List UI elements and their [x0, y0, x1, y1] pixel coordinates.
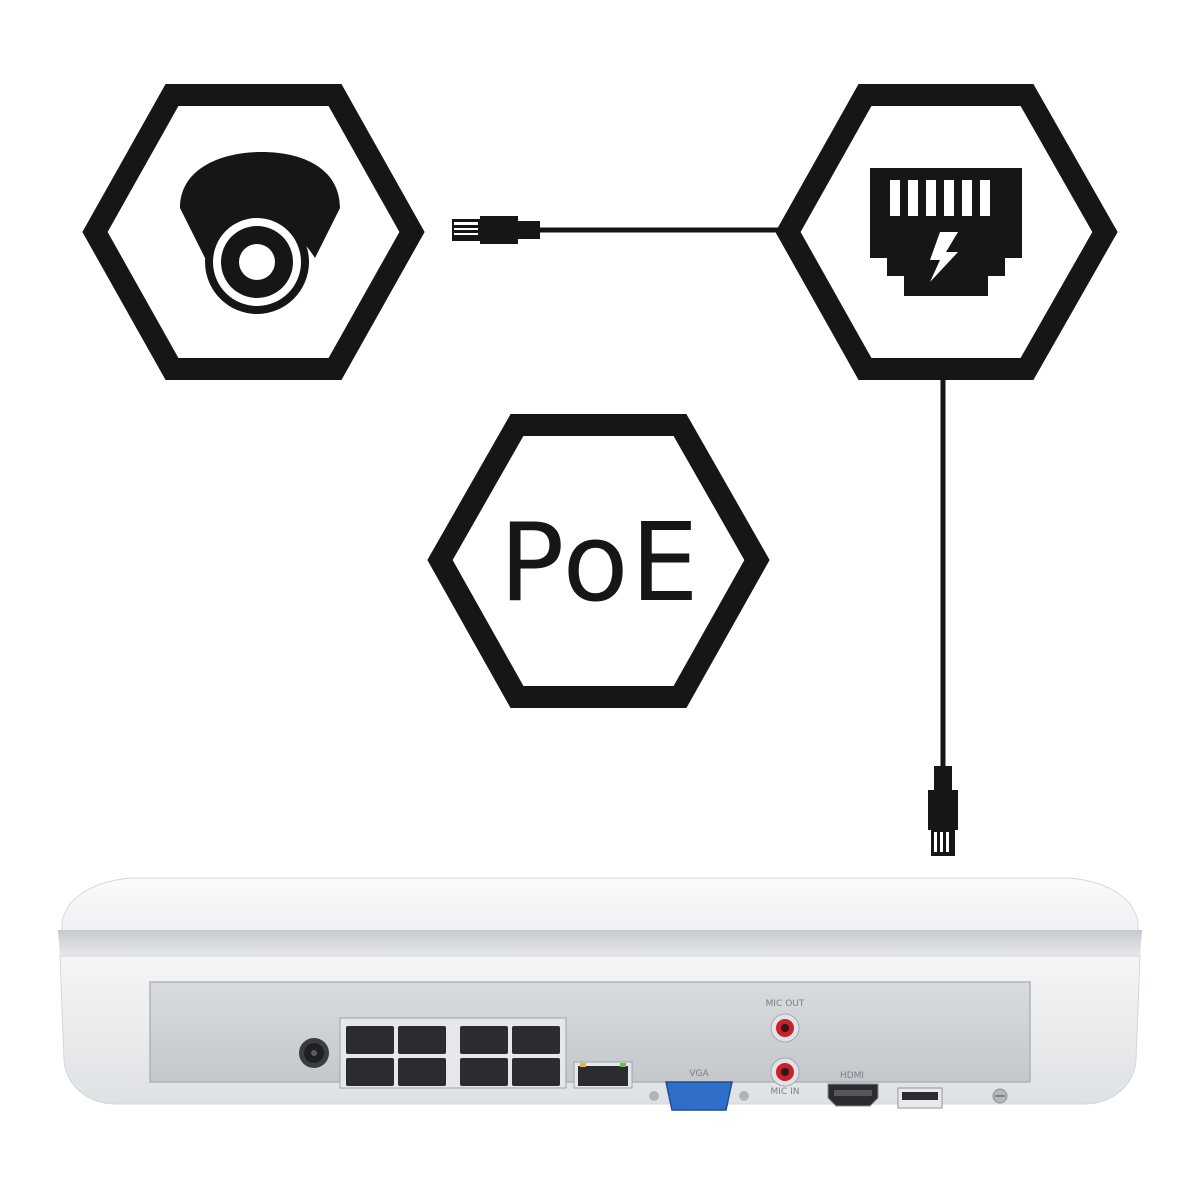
vga-label: VGA	[689, 1069, 709, 1079]
usb-port[interactable]	[897, 1087, 943, 1109]
hdmi-port[interactable]	[827, 1083, 879, 1107]
dome-camera-icon	[180, 152, 340, 314]
poe-port-6[interactable]	[398, 1058, 446, 1086]
poe-label: PoE	[499, 501, 701, 626]
ground-screw	[992, 1088, 1008, 1104]
poe-port-4[interactable]	[512, 1026, 560, 1054]
mic-in-jack[interactable]	[770, 1057, 800, 1087]
mic-out-jack[interactable]	[770, 1013, 800, 1043]
nvr-cable	[928, 378, 958, 856]
poe-badge: PoE	[427, 414, 770, 708]
poe-port-5[interactable]	[346, 1058, 394, 1086]
lan-port[interactable]	[573, 1061, 633, 1089]
mic-out-label: MIC OUT	[766, 999, 805, 1009]
poe-port-hexagon	[775, 84, 1118, 380]
nvr-device: VGA MIC OUT MIC IN HDMI	[58, 877, 1142, 1111]
camera-hexagon	[82, 84, 425, 380]
power-jack[interactable]	[299, 1038, 329, 1068]
poe-port-7[interactable]	[460, 1058, 508, 1086]
poe-port-3[interactable]	[460, 1026, 508, 1054]
poe-ports	[339, 1017, 567, 1089]
camera-cable	[452, 216, 780, 244]
poe-port-8[interactable]	[512, 1058, 560, 1086]
poe-port-2[interactable]	[398, 1026, 446, 1054]
mic-in-label: MIC IN	[771, 1087, 800, 1097]
ethernet-power-icon	[870, 168, 1022, 296]
nvr-back-panel: VGA MIC OUT MIC IN HDMI	[149, 981, 1031, 1111]
vga-port[interactable]	[649, 1081, 749, 1111]
poe-port-1[interactable]	[346, 1026, 394, 1054]
hdmi-label: HDMI	[840, 1071, 864, 1081]
